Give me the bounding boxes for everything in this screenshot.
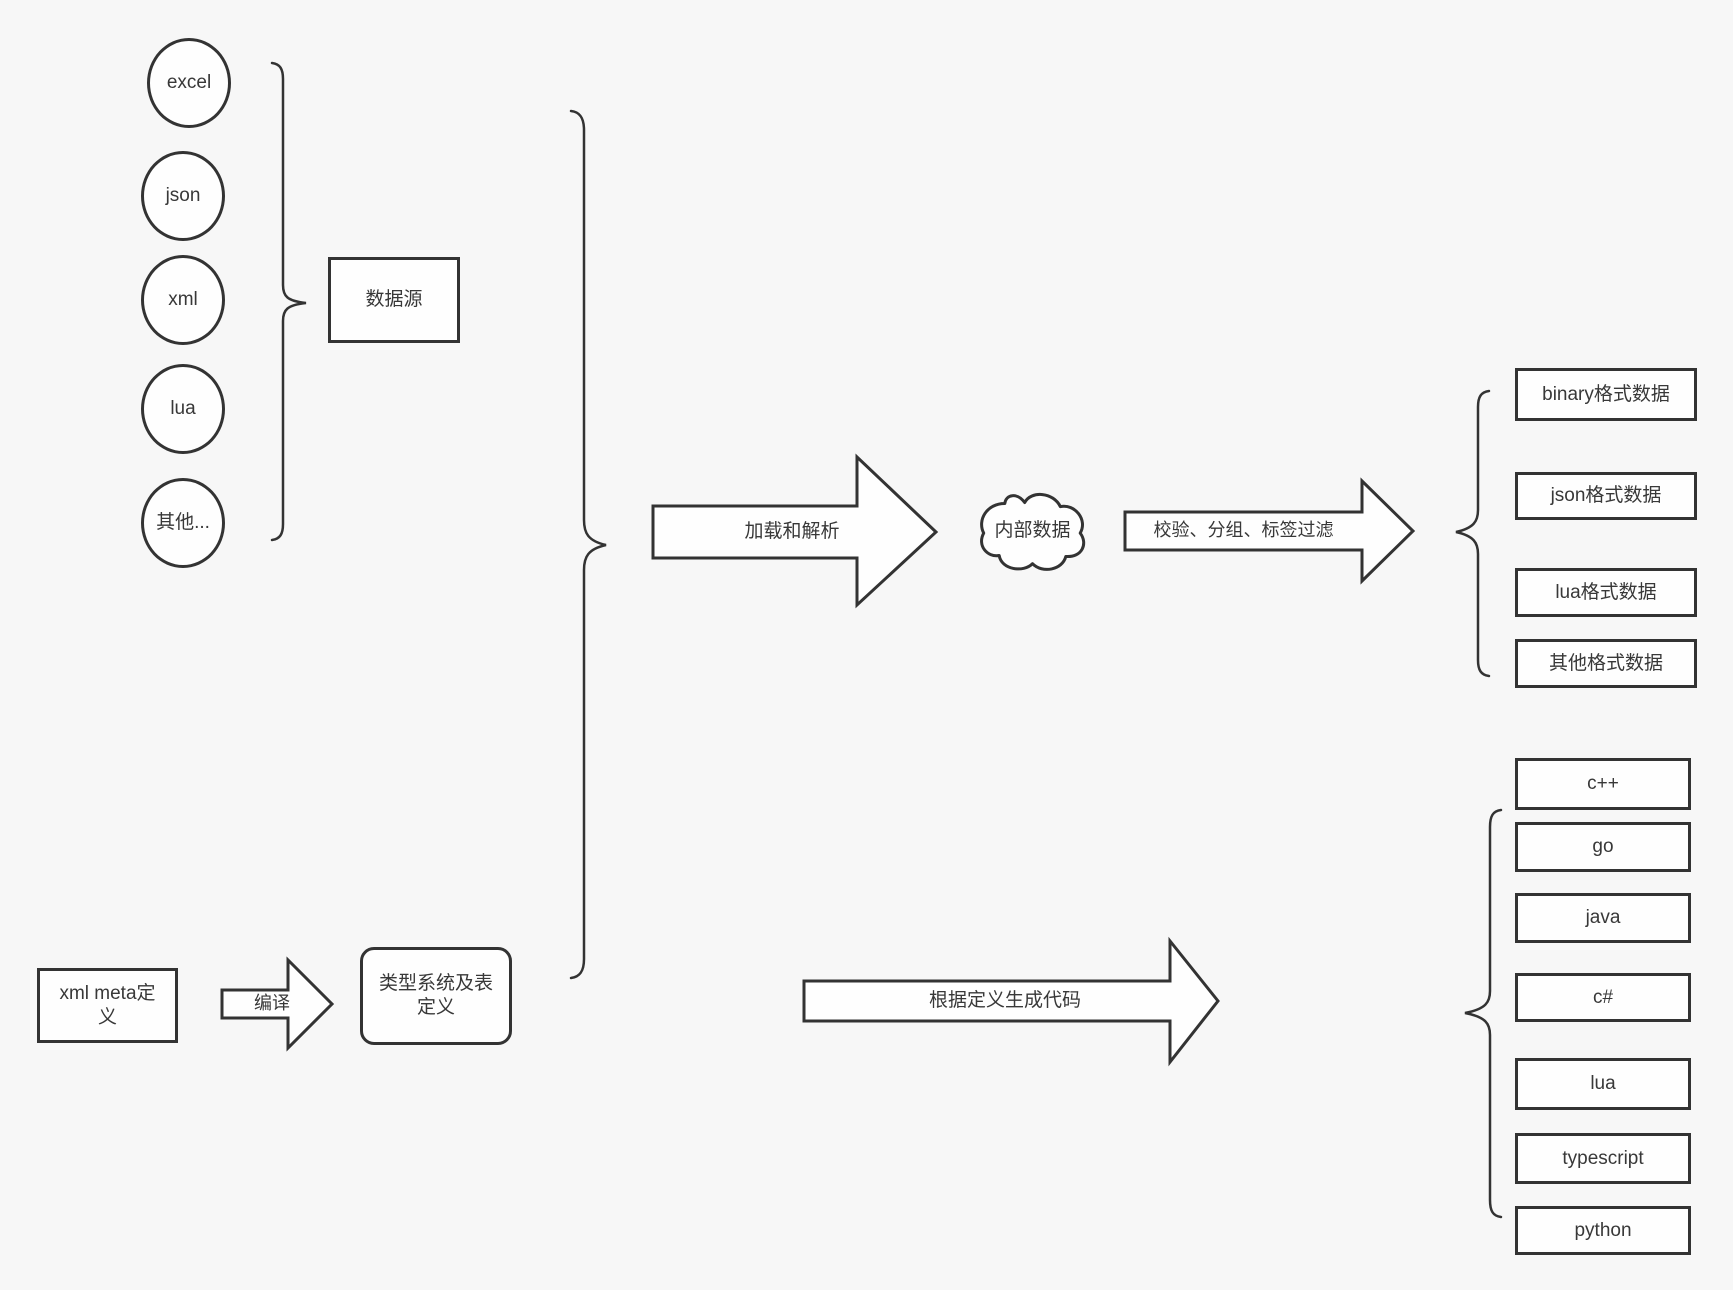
language-box-lua: lua bbox=[1515, 1058, 1691, 1110]
output-box-json: json格式数据 bbox=[1515, 472, 1697, 520]
compile-arrow bbox=[220, 956, 335, 1052]
languages-brace bbox=[1464, 808, 1503, 1219]
format-outputs-brace bbox=[1455, 389, 1491, 678]
source-node-excel: excel bbox=[147, 38, 231, 128]
output-box-others: 其他格式数据 bbox=[1515, 639, 1697, 688]
language-box-typescript: typescript bbox=[1515, 1133, 1691, 1184]
codegen-arrow-label: 根据定义生成代码 bbox=[928, 989, 1081, 1011]
sources-brace bbox=[270, 61, 307, 542]
xml-meta-box: xml meta定义 bbox=[37, 968, 178, 1043]
source-node-others: 其他... bbox=[141, 478, 225, 568]
language-box-python: python bbox=[1515, 1206, 1691, 1255]
language-box-csharp: c# bbox=[1515, 973, 1691, 1022]
load-parse-arrow-label: 加载和解析 bbox=[744, 520, 840, 542]
type-system-box: 类型系统及表定义 bbox=[360, 947, 512, 1045]
source-node-json: json bbox=[141, 151, 225, 241]
language-box-cpp: c++ bbox=[1515, 758, 1691, 810]
internal-data-cloud-label: 内部数据 bbox=[994, 519, 1071, 541]
load-parse-arrow bbox=[651, 453, 939, 609]
output-box-binary: binary格式数据 bbox=[1515, 368, 1697, 421]
filter-arrow-label: 校验、分组、标签过滤 bbox=[1153, 520, 1334, 541]
pipeline-input-brace bbox=[569, 109, 607, 980]
language-box-java: java bbox=[1515, 893, 1691, 943]
codegen-arrow bbox=[802, 936, 1220, 1067]
source-node-lua: lua bbox=[141, 364, 225, 454]
output-box-lua: lua格式数据 bbox=[1515, 568, 1697, 617]
filter-arrow bbox=[1123, 477, 1416, 585]
data-source-box: 数据源 bbox=[328, 257, 460, 343]
compile-arrow-label: 编译 bbox=[254, 993, 290, 1014]
source-node-xml: xml bbox=[141, 255, 225, 345]
internal-data-cloud bbox=[980, 493, 1086, 571]
language-box-go: go bbox=[1515, 822, 1691, 872]
